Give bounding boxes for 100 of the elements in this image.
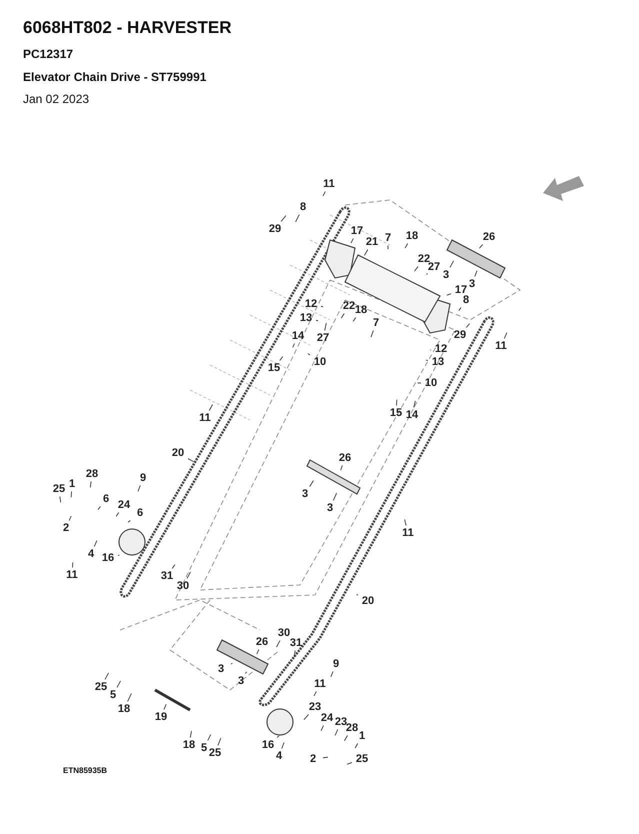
callout-number: 8 [294,200,312,214]
leader-line [104,672,109,680]
leader-line [207,734,212,741]
callout-number: 23 [306,700,324,714]
callout-number: 6 [131,506,149,520]
callout-number: 15 [387,406,405,420]
page-title: 6068HT802 - HARVESTER [23,18,232,38]
callout-number: 16 [259,738,277,752]
callout-number: 11 [399,526,417,540]
leader-line [474,270,478,277]
callout-number: 13 [297,312,315,324]
callout-number: 7 [367,316,385,330]
callout-number: 3 [212,662,230,676]
callout-number: 30 [174,580,192,592]
leader-line [138,485,141,492]
callout-number: 2 [304,752,322,766]
callout-number: 17 [452,284,470,296]
callout-number: 1 [353,730,371,742]
leader-line [276,735,280,738]
callout-number: 20 [359,594,377,608]
callout-number: 31 [287,636,305,650]
callout-number: 3 [232,674,250,688]
callout-number: 3 [296,488,314,500]
leader-line [245,671,247,674]
callout-number: 18 [180,738,198,752]
callout-number: 31 [158,570,176,582]
callout-number: 25 [206,746,224,760]
leader-line [504,332,508,339]
leader-line [292,343,295,348]
callout-number: 12 [302,298,320,310]
leader-line [330,671,334,678]
callout-number: 29 [451,328,469,342]
leader-line [190,730,192,738]
leader-line [332,492,337,501]
leader-line [396,399,398,406]
callout-number: 24 [115,498,133,512]
callout-number: 19 [152,710,170,724]
leader-line [70,491,72,498]
leader-line [346,762,352,765]
date-text: Jan 02 2023 [23,92,90,106]
leader-line [354,743,358,748]
callout-number: 30 [275,626,293,640]
leader-line [414,266,418,272]
callout-number: 11 [311,678,329,690]
callout-number: 13 [429,356,447,368]
callout-number: 26 [336,452,354,464]
callout-number: 11 [196,412,214,424]
callout-number: 17 [348,224,366,238]
leader-line [322,756,328,758]
callout-number: 12 [432,342,450,356]
callout-number: 4 [270,750,288,762]
leader-line [417,382,422,384]
callout-number: 18 [115,702,133,716]
leader-line [458,307,462,311]
leader-line [466,323,470,328]
leader-line [276,640,280,648]
callout-number: 24 [318,712,336,724]
callout-number: 7 [379,232,397,244]
leader-line [230,662,233,664]
leader-line [308,353,310,356]
leader-line [309,480,314,487]
leader-line [426,273,428,275]
callout-number: 2 [57,522,75,534]
leader-line [72,562,74,568]
callout-number: 10 [422,376,440,390]
leader-line [316,320,318,322]
leader-line [340,465,343,470]
leader-line [370,330,374,338]
callout-number: 21 [363,236,381,248]
callout-number: 6 [97,492,115,506]
leader-line [320,725,324,732]
leader-line [208,404,213,411]
callout-number: 26 [253,636,271,648]
callout-number: 25 [353,752,371,766]
callout-number: 18 [403,230,421,242]
catalog-number: PC12317 [23,47,74,61]
leader-line [68,516,72,521]
leader-line [164,704,166,710]
leader-line [128,520,131,523]
leader-line [314,691,317,696]
leader-line [172,564,176,569]
callout-number: 9 [327,658,345,670]
callout-number: 4 [82,548,100,560]
callout-number: 29 [266,222,284,236]
leader-line [450,260,454,268]
leader-line [280,215,286,222]
leader-line [324,322,327,331]
callout-number: 14 [289,330,307,342]
leader-line [479,244,484,249]
leader-line [294,650,296,658]
callout-number: 9 [134,472,152,484]
leader-line [350,238,354,244]
callout-number: 20 [169,446,187,460]
leader-line [320,306,324,308]
leader-line [279,356,284,361]
callout-number: 15 [265,362,283,374]
leader-line [218,738,222,746]
leader-line [116,512,120,517]
section-title: Elevator Chain Drive - ST759991 [23,70,206,84]
leader-line [352,317,356,322]
